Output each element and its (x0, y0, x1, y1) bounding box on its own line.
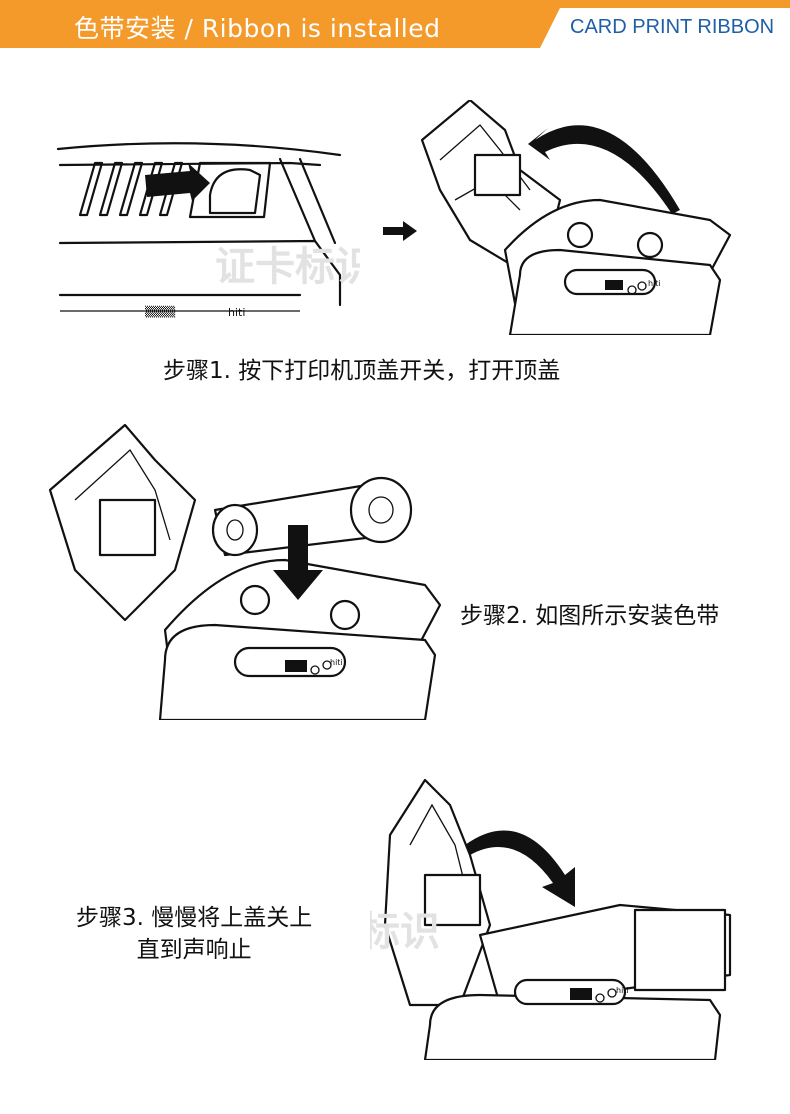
push-arrow-icon (145, 163, 210, 201)
header-tag: CARD PRINT RIBBON (540, 8, 790, 48)
page-title: 色带安装 / Ribbon is installed (74, 14, 441, 43)
printer-brand-label: hiti (330, 658, 343, 667)
svg-text:▒▒▒▒▒: ▒▒▒▒▒ (145, 305, 176, 318)
printer-brand-label: hiti (228, 306, 245, 319)
step3-close-cover-illustration: hiti 证卡标识 (370, 778, 732, 1060)
insert-down-arrow-icon (273, 525, 323, 600)
step1-cover-button-illustration: ▒▒▒▒▒ hiti 证卡标识 (56, 142, 360, 319)
close-lid-arrow-icon (465, 830, 575, 907)
watermark: 证卡标识 (370, 909, 440, 955)
step3-label: 步骤3. 慢慢将上盖关上 直到声响止 (76, 902, 312, 966)
watermark: 证卡标识 (215, 244, 360, 290)
step1-label: 步骤1. 按下打印机顶盖开关，打开顶盖 (163, 358, 561, 384)
step2-install-ribbon-illustration: hiti (48, 423, 442, 720)
step3-label-line2: 直到声响止 (136, 937, 252, 963)
step2-label: 步骤2. 如图所示安装色带 (460, 603, 720, 629)
header-banner: 色带安装 / Ribbon is installed CARD PRINT RI… (0, 0, 790, 50)
step1-open-printer-illustration: hiti (420, 100, 732, 335)
next-arrow-icon (383, 221, 417, 241)
printer-brand-label: hiti (648, 279, 661, 288)
printer-brand-label: hiti (616, 986, 629, 995)
step3-label-line1: 步骤3. 慢慢将上盖关上 (76, 905, 313, 931)
header-tag-text: CARD PRINT RIBBON (570, 16, 775, 38)
open-lid-arrow-icon (528, 125, 680, 214)
